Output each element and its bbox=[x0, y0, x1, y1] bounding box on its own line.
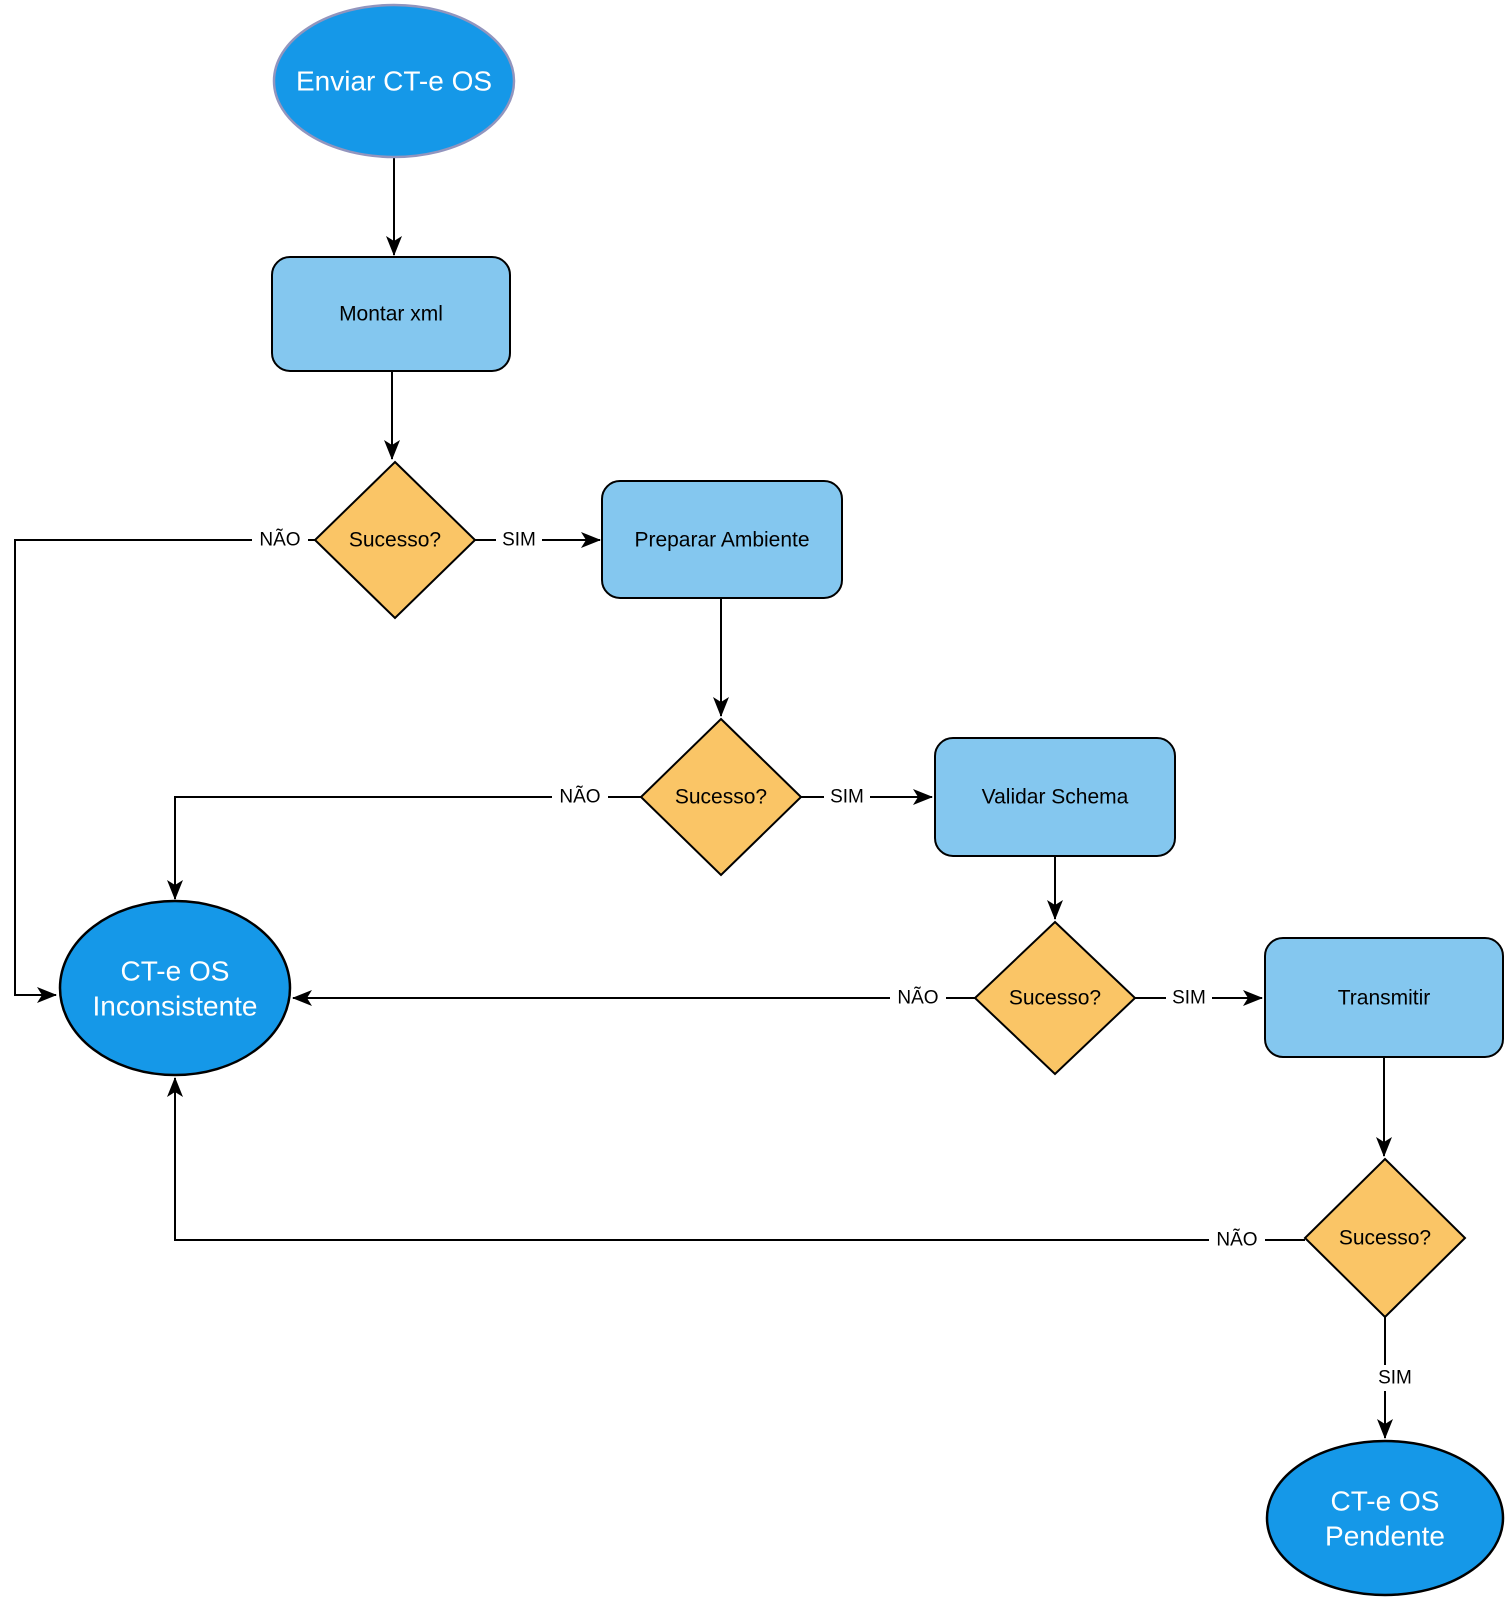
transmitir-box bbox=[1264, 937, 1504, 1058]
edge-label-text: NÃO bbox=[897, 987, 938, 1009]
node-cte-os-inconsistente: CT-e OS Inconsistente bbox=[58, 899, 292, 1077]
decision-transmitir-label: Sucesso? bbox=[1339, 1227, 1431, 1250]
cte-os-pendente-label-line1: CT-e OS bbox=[1331, 1486, 1440, 1517]
edge-label-bg bbox=[552, 784, 608, 810]
edge-label-text: SIM bbox=[502, 530, 536, 551]
edge-label-bg bbox=[496, 527, 542, 553]
decision-preparar-label: Sucesso? bbox=[675, 786, 767, 809]
edge-label-text: NÃO bbox=[1216, 1229, 1257, 1251]
edge-label-sim-4: SIM bbox=[1372, 1365, 1418, 1391]
edge-label-bg bbox=[1166, 985, 1212, 1011]
node-decision-montar: Sucesso? bbox=[313, 460, 477, 620]
start-label: Enviar CT-e OS bbox=[296, 66, 492, 97]
edge-label-nao-3: NÃO bbox=[890, 985, 946, 1011]
edge-decision2-nao-to-inconsistente bbox=[167, 796, 641, 900]
node-decision-transmitir: Sucesso? bbox=[1303, 1157, 1467, 1319]
edge-label-sim-3: SIM bbox=[1166, 985, 1212, 1011]
edge-label-nao-4: NÃO bbox=[1209, 1227, 1265, 1253]
edge-label-text: NÃO bbox=[259, 529, 300, 551]
decision-preparar-diamond bbox=[639, 717, 803, 877]
montar-xml-box bbox=[271, 256, 511, 372]
decision-validar-diamond bbox=[973, 920, 1137, 1076]
node-transmitir: Transmitir bbox=[1264, 937, 1504, 1058]
edge-decision1-nao-to-inconsistente bbox=[14, 539, 315, 1003]
cte-os-pendente-ellipse bbox=[1265, 1439, 1505, 1597]
transmitir-label: Transmitir bbox=[1338, 987, 1431, 1010]
node-start: Enviar CT-e OS bbox=[272, 3, 516, 159]
validar-schema-box bbox=[934, 737, 1176, 857]
cte-os-inconsistente-ellipse bbox=[58, 899, 292, 1077]
cte-os-inconsistente-label-line2: Inconsistente bbox=[93, 991, 258, 1022]
edge-label-text: SIM bbox=[830, 787, 864, 808]
validar-schema-label: Validar Schema bbox=[982, 786, 1129, 809]
preparar-ambiente-box bbox=[601, 480, 843, 599]
start-ellipse bbox=[272, 3, 516, 159]
cte-os-pendente-label-line2: Pendente bbox=[1325, 1521, 1445, 1552]
edge-label-bg bbox=[1209, 1227, 1265, 1253]
edge-label-bg bbox=[890, 985, 946, 1011]
cte-os-inconsistente-label-line1: CT-e OS bbox=[121, 956, 230, 987]
edge-label-bg bbox=[252, 527, 308, 553]
decision-validar-label: Sucesso? bbox=[1009, 987, 1101, 1010]
edge-decision4-nao-to-inconsistente bbox=[167, 1077, 1305, 1241]
decision-transmitir-diamond bbox=[1303, 1157, 1467, 1319]
node-validar-schema: Validar Schema bbox=[934, 737, 1176, 857]
edge-label-nao-1: NÃO bbox=[252, 527, 308, 553]
edge-label-nao-2: NÃO bbox=[552, 784, 608, 810]
edge-label-bg bbox=[1372, 1365, 1418, 1391]
node-preparar-ambiente: Preparar Ambiente bbox=[601, 480, 843, 599]
node-decision-preparar: Sucesso? bbox=[639, 717, 803, 877]
node-montar-xml: Montar xml bbox=[271, 256, 511, 372]
node-cte-os-pendente: CT-e OS Pendente bbox=[1265, 1439, 1505, 1597]
montar-xml-label: Montar xml bbox=[339, 303, 443, 326]
decision-montar-label: Sucesso? bbox=[349, 529, 441, 552]
edge-label-text: SIM bbox=[1378, 1368, 1412, 1389]
edge-label-text: SIM bbox=[1172, 988, 1206, 1009]
edge-label-text: NÃO bbox=[559, 786, 600, 808]
decision-montar-diamond bbox=[313, 460, 477, 620]
edge-label-sim-2: SIM bbox=[824, 784, 870, 810]
node-decision-validar: Sucesso? bbox=[973, 920, 1137, 1076]
edge-label-bg bbox=[824, 784, 870, 810]
edge-label-sim-1: SIM bbox=[496, 527, 542, 553]
preparar-ambiente-label: Preparar Ambiente bbox=[634, 529, 809, 552]
